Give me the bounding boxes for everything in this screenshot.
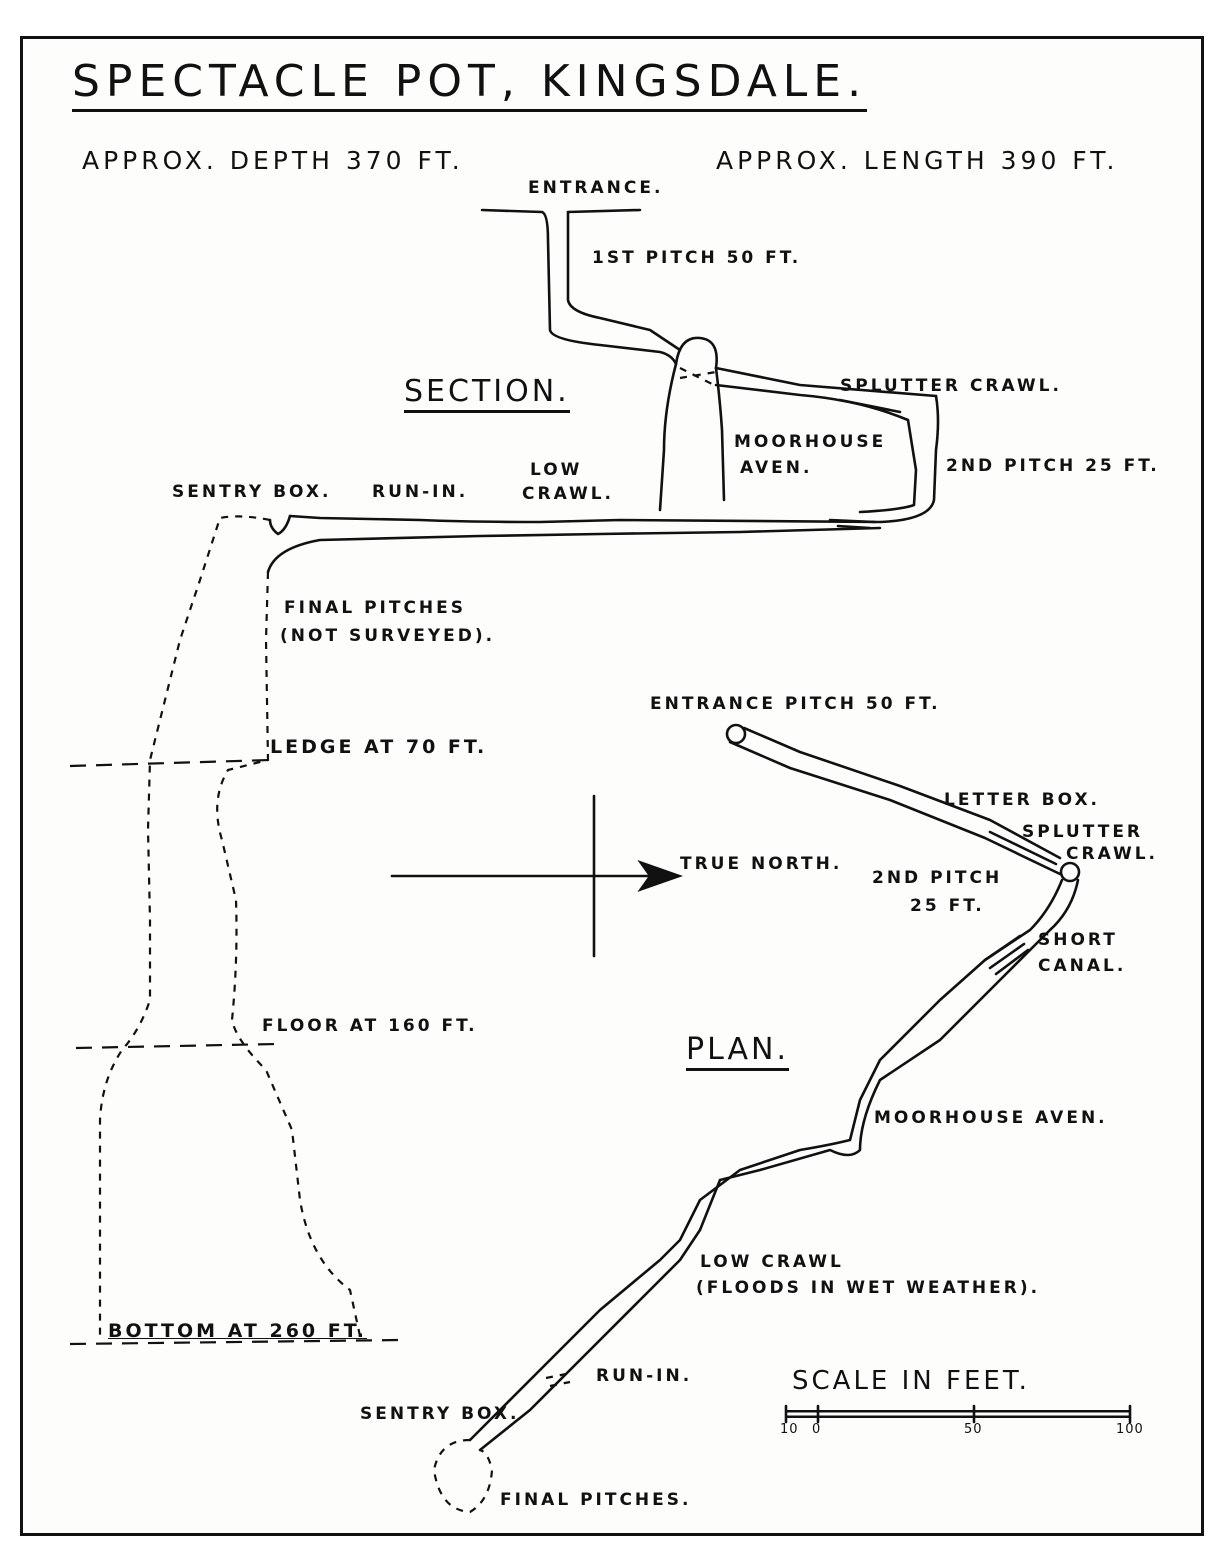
plan-second-pitch	[1059, 861, 1081, 883]
section-moorhouse-label-2: AVEN.	[740, 458, 813, 478]
scale-label: SCALE IN FEET.	[792, 1366, 1030, 1396]
section-run-in-label: RUN-IN.	[372, 482, 469, 502]
section-sentry-box-label: SENTRY BOX.	[172, 482, 332, 502]
scale-tick-0: 0	[812, 1422, 822, 1437]
plan-short-canal-label-1: SHORT	[1038, 930, 1118, 950]
section-splutter-mark	[838, 398, 902, 414]
approx-depth: APPROX. DEPTH 370 FT.	[82, 146, 464, 175]
plan-splutter-label-2: CRAWL.	[1066, 844, 1159, 864]
plan-sentry-box-label: SENTRY BOX.	[360, 1404, 520, 1424]
ledge-label: LEDGE AT 70 FT.	[270, 736, 488, 758]
section-aven-top	[674, 336, 718, 370]
section-aven-left	[658, 362, 678, 512]
plan-second-pitch-label-1: 2ND PITCH	[872, 868, 1003, 888]
floor-label: FLOOR AT 160 FT.	[262, 1016, 478, 1036]
section-passage	[69, 208, 940, 1346]
plan-splutter-mark	[988, 830, 1058, 866]
section-heading: SECTION.	[404, 374, 570, 413]
section-low-crawl-floor	[266, 526, 882, 574]
section-low-crawl-label-2: CRAWL.	[522, 484, 615, 504]
approx-length: APPROX. LENGTH 390 FT.	[716, 146, 1119, 175]
scale-tick-100: 100	[1116, 1422, 1144, 1437]
plan-second-pitch-label-2: 25 FT.	[910, 896, 985, 916]
section-final-pitches-left	[98, 515, 271, 1336]
section-second-pitch-wall	[288, 394, 940, 524]
plan-entrance-pitch	[725, 723, 747, 745]
ledge-level-line	[69, 758, 271, 768]
plan-east-wall	[478, 878, 1080, 1452]
plan-run-in-mark	[545, 1372, 571, 1388]
section-splutter-crawl-label: SPLUTTER CRAWL.	[840, 376, 1062, 396]
plan-passage	[432, 723, 1081, 1514]
plan-low-crawl-label-2: (FLOODS IN WET WEATHER).	[696, 1278, 1041, 1298]
survey-sheet	[20, 36, 1204, 1536]
north-arrow	[390, 794, 684, 958]
plan-low-crawl-label-1: LOW CRAWL	[700, 1252, 844, 1272]
section-final-pitches-right	[216, 571, 362, 1337]
plan-heading: PLAN.	[686, 1032, 789, 1071]
plan-entrance-pitch-label: ENTRANCE PITCH 50 FT.	[650, 694, 941, 714]
plan-run-in-label: RUN-IN.	[596, 1366, 693, 1386]
plan-upper-wall	[742, 726, 1062, 860]
plan-letter-box-label: LETTER BOX.	[944, 790, 1101, 810]
bottom-label: BOTTOM AT 260 FT.	[108, 1320, 368, 1342]
section-aven-cross	[679, 367, 717, 387]
plan-short-canal-label-2: CANAL.	[1038, 956, 1127, 976]
section-moorhouse-label-1: MOORHOUSE	[734, 432, 887, 452]
section-entrance-surface-right	[566, 208, 642, 214]
map-title: SPECTACLE POT, KINGSDALE.	[72, 56, 868, 112]
plan-lower-wall	[728, 740, 1062, 876]
plan-final-pitches	[432, 1438, 494, 1514]
section-second-pitch-label: 2ND PITCH 25 FT.	[946, 456, 1160, 476]
section-aven-right	[714, 366, 726, 502]
scale-bar	[784, 1404, 1132, 1424]
true-north-label: TRUE NORTH.	[680, 854, 843, 874]
section-first-pitch-label: 1ST PITCH 50 FT.	[592, 248, 802, 268]
plan-west-wall	[468, 878, 1064, 1442]
bottom-level-line	[69, 1338, 401, 1346]
plan-splutter-label-1: SPLUTTER	[1022, 822, 1144, 842]
section-first-pitch-wall	[566, 210, 682, 352]
section-low-crawl-label-1: LOW	[530, 460, 583, 480]
section-splutter-lower	[714, 383, 918, 514]
section-final-pitches-label-1: FINAL PITCHES	[284, 598, 467, 618]
section-entrance-surface-left	[480, 208, 678, 366]
section-splutter-upper	[714, 366, 938, 398]
section-sentry-box	[268, 514, 292, 536]
section-entrance-label: ENTRANCE.	[528, 178, 664, 198]
scale-tick-10: 10	[780, 1422, 799, 1437]
floor-level-line	[75, 1042, 277, 1050]
scale-tick-50: 50	[964, 1422, 983, 1437]
section-final-pitches-label-2: (NOT SURVEYED).	[280, 626, 496, 646]
plan-final-pitches-label: FINAL PITCHES.	[500, 1490, 692, 1510]
section-sump-mark	[828, 518, 877, 530]
plan-short-canal	[983, 934, 1030, 976]
plan-moorhouse-label: MOORHOUSE AVEN.	[874, 1108, 1108, 1128]
